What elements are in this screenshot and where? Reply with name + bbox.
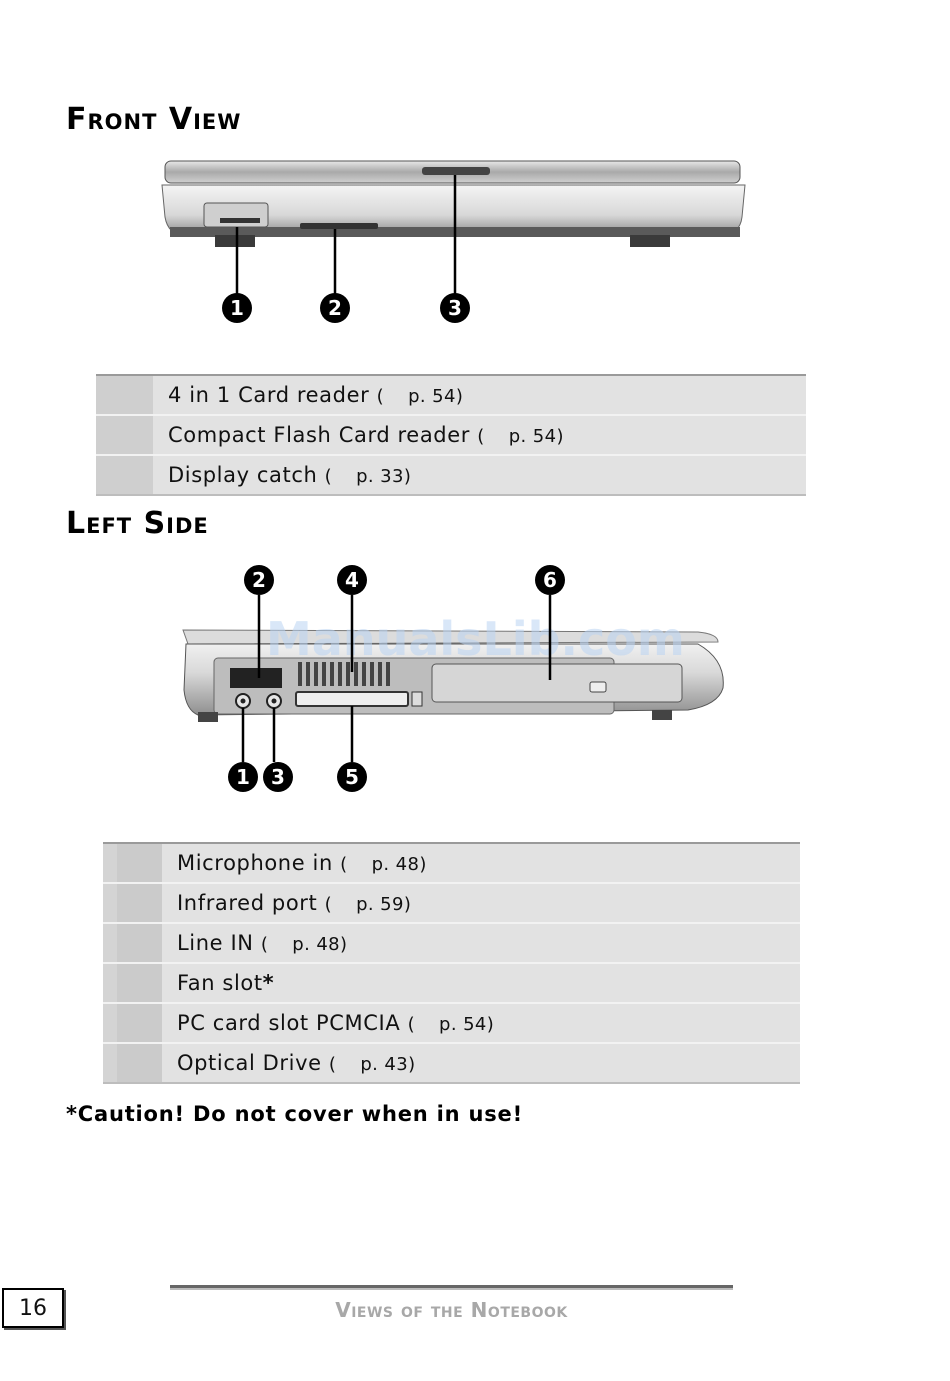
table-row: 4 in 1 Card reader (p. 54) <box>96 375 806 415</box>
front-view-parts-table: 4 in 1 Card reader (p. 54) Compact Flash… <box>96 374 806 496</box>
table-row: Display catch (p. 33) <box>96 454 806 495</box>
callout-3: 3 <box>440 293 470 323</box>
callout-4: 4 <box>337 565 367 595</box>
part-label: Fan slot* <box>162 962 800 1003</box>
row-number-cell <box>103 843 162 883</box>
table-row: Line IN (p. 48) <box>103 922 800 963</box>
svg-text:6: 6 <box>543 568 557 592</box>
row-number-cell <box>103 1002 162 1043</box>
callout-5: 5 <box>337 762 367 792</box>
svg-text:1: 1 <box>230 296 244 320</box>
part-label: Display catch (p. 33) <box>153 454 806 495</box>
row-number-cell <box>96 375 153 415</box>
svg-text:2: 2 <box>328 296 342 320</box>
callout-6: 6 <box>535 565 565 595</box>
row-number-cell <box>103 1042 162 1083</box>
part-label: Microphone in (p. 48) <box>177 851 427 875</box>
svg-text:3: 3 <box>271 765 285 789</box>
row-number-cell <box>96 454 153 495</box>
svg-text:2: 2 <box>252 568 266 592</box>
watermark-text: ManualsLib.com <box>266 612 685 666</box>
svg-text:1: 1 <box>236 765 250 789</box>
svg-text:3: 3 <box>448 296 462 320</box>
callout-1: 1 <box>222 293 252 323</box>
row-number-cell <box>103 922 162 963</box>
footer-section-title: Views of the Notebook <box>335 1298 568 1322</box>
callout-1: 1 <box>228 762 258 792</box>
caution-note: *Caution! Do not cover when in use! <box>66 1102 523 1126</box>
footer-rule <box>170 1285 733 1290</box>
callout-2: 2 <box>244 565 274 595</box>
table-row: Optical Drive (p. 43) <box>103 1042 800 1083</box>
left-side-parts-table: Microphone in (p. 48) Infrared port (p. … <box>103 842 800 1084</box>
row-number-cell <box>96 414 153 455</box>
svg-text:5: 5 <box>345 765 359 789</box>
table-row: Microphone in (p. 48) <box>103 843 800 883</box>
left-side-heading: Left Side <box>66 506 209 541</box>
front-view-illustration: 1 2 3 <box>161 160 746 323</box>
part-label: Compact Flash Card reader (p. 54) <box>153 414 806 455</box>
left-side-illustration: ManualsLib.com 2 4 6 1 3 5 <box>182 565 724 792</box>
part-label: Line IN (p. 48) <box>162 922 800 963</box>
table-row: Fan slot* <box>103 962 800 1003</box>
part-label: 4 in 1 Card reader (p. 54) <box>168 383 464 407</box>
table-row: Compact Flash Card reader (p. 54) <box>96 414 806 455</box>
part-label: PC card slot PCMCIA (p. 54) <box>162 1002 800 1043</box>
part-label: Optical Drive (p. 43) <box>162 1042 800 1083</box>
callout-3: 3 <box>263 762 293 792</box>
part-label: Infrared port (p. 59) <box>162 882 800 923</box>
svg-text:4: 4 <box>345 568 359 592</box>
row-number-cell <box>103 962 162 1003</box>
page-number: 16 <box>2 1288 64 1328</box>
table-row: PC card slot PCMCIA (p. 54) <box>103 1002 800 1043</box>
front-view-heading: Front View <box>66 102 242 137</box>
table-row: Infrared port (p. 59) <box>103 882 800 923</box>
row-number-cell <box>103 882 162 923</box>
callout-2: 2 <box>320 293 350 323</box>
